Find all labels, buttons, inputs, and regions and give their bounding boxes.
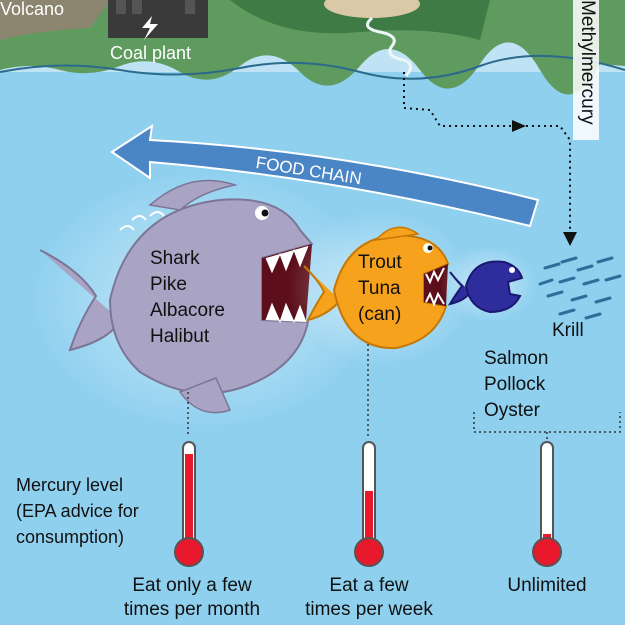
krill-swarm [538,256,622,320]
methylmercury-path [403,72,571,230]
krill-label: Krill [552,320,584,341]
species-shark: Shark [150,248,200,269]
thermometer-2 [352,440,386,570]
thermometer-3-caption: Unlimited [490,574,604,598]
methylmercury-arrowhead-down [563,232,577,246]
caption-1-line-2: times per month [123,599,261,620]
thermometer-1-fill [185,454,193,552]
legend-line-3: consumption) [16,527,125,547]
species-pollock: Pollock [484,374,546,395]
coal-plant-label: Coal plant [110,43,192,63]
methylmercury-label-bg [573,0,599,140]
large-fish-species-list: Shark Pike Albacore Halibut [150,246,225,350]
caption-1-line-1: Eat only a few [132,575,252,596]
caption-3-line-1: Unlimited [507,575,587,596]
species-oyster: Oyster [484,400,540,421]
thermometer-1-caption: Eat only a few times per month [110,574,274,622]
mercury-level-legend: Mercury level (EPA advice for consumptio… [16,472,139,550]
species-can: (can) [358,304,402,325]
species-trout: Trout [358,252,402,273]
caption-2-line-1: Eat a few [329,575,409,596]
legend-line-1: Mercury level [16,475,124,495]
species-salmon: Salmon [484,348,549,369]
species-albacore: Albacore [150,300,225,321]
species-tuna: Tuna [358,278,401,299]
thermometer-3-graphic [532,441,562,567]
methylmercury-arrowhead-right [512,120,526,132]
legend-line-2: (EPA advice for [16,501,139,521]
medium-fish [288,210,472,366]
methylmercury-label: Methylmercury [577,0,598,125]
medium-fish-species-list: Trout Tuna (can) [358,250,402,328]
thermometer-1 [172,440,206,570]
caption-2-line-2: times per week [305,599,433,620]
small-fish-species-list: Salmon Pollock Oyster [484,346,548,424]
small-fish [440,246,536,322]
thermometer-1-graphic [174,441,204,567]
thermometer-2-fill [365,491,373,552]
thermometer-3 [530,440,564,570]
group-connectors [187,344,621,440]
volcano-label: Volcano [0,0,65,19]
species-pike: Pike [150,274,187,295]
food-chain-arrow [110,123,540,228]
thermometer-2-caption: Eat a few times per week [286,574,452,622]
deposit-spring [324,0,420,77]
coal-plant-building [108,0,208,40]
thermometer-2-graphic [354,441,384,567]
species-halibut: Halibut [150,326,210,347]
lightning-icon [142,16,158,40]
